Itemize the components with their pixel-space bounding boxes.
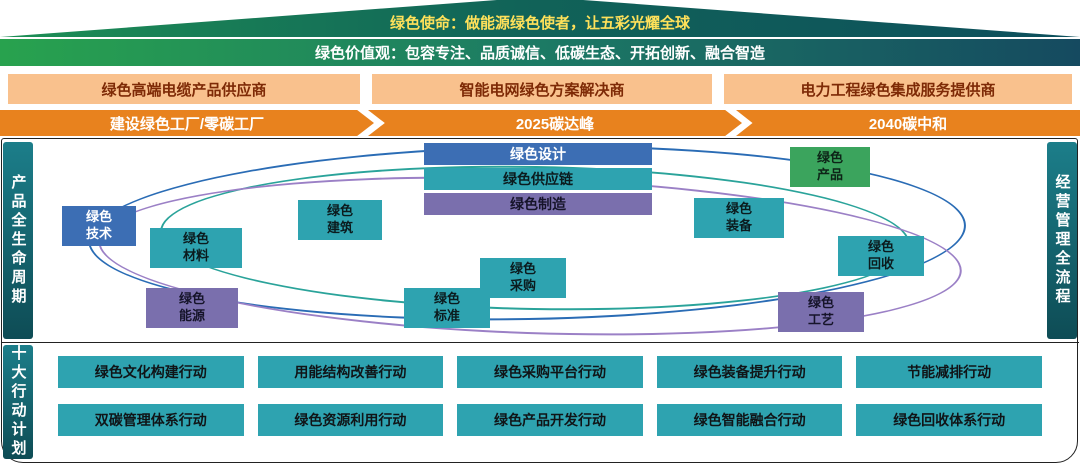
action-box-energy-structure: 用能结构改善行动 <box>257 356 444 388</box>
actions-grid: 绿色文化构建行动 用能结构改善行动 绿色采购平台行动 绿色装备提升行动 节能减排… <box>58 356 1042 436</box>
rail-label: 十大行动计划 <box>9 345 27 459</box>
satellite-label: 绿色回收 <box>867 239 894 271</box>
values-text: 绿色价值观：包容专注、品质诚信、低碳生态、开拓创新、融合智造 <box>314 45 765 62</box>
roadmap-label: 建设绿色工厂/零碳工厂 <box>109 115 265 133</box>
action-label: 绿色智能融合行动 <box>693 412 806 428</box>
satellite-box-green-recycling: 绿色回收 <box>838 236 924 276</box>
core-box-green-design: 绿色设计 <box>424 143 652 165</box>
core-box-green-supply-chain: 绿色供应链 <box>424 168 652 190</box>
roadmap-label: 2025碳达峰 <box>515 115 595 133</box>
action-box-culture: 绿色文化构建行动 <box>58 356 244 388</box>
satellite-label: 绿色标准 <box>433 291 460 323</box>
satellite-box-green-energy: 绿色能源 <box>146 288 238 328</box>
action-label: 绿色产品开发行动 <box>493 412 606 428</box>
mission-text: 绿色使命：做能源绿色使者，让五彩光耀全球 <box>389 15 690 32</box>
action-box-smart-integration: 绿色智能融合行动 <box>656 404 843 436</box>
body-frame <box>1 138 1078 463</box>
action-label: 节能减排行动 <box>907 364 992 380</box>
satellite-box-green-technology: 绿色技术 <box>62 206 136 246</box>
satellite-box-green-procurement: 绿色采购 <box>480 258 566 298</box>
action-box-energy-saving: 节能减排行动 <box>856 356 1042 388</box>
action-box-dual-carbon: 双碳管理体系行动 <box>58 404 244 436</box>
satellite-label: 绿色材料 <box>182 231 209 263</box>
action-box-recycling-system: 绿色回收体系行动 <box>856 404 1042 436</box>
positioning-box-integration-service: 电力工程绿色集成服务提供商 <box>724 74 1072 104</box>
rail-label: 产品全生命周期 <box>9 174 27 307</box>
satellite-box-green-equipment: 绿色装备 <box>694 198 784 238</box>
positioning-box-cable-supplier: 绿色高端电缆产品供应商 <box>8 74 360 104</box>
satellite-label: 绿色能源 <box>178 291 205 323</box>
rail-label: 经营管理全流程 <box>1053 174 1071 307</box>
satellite-box-green-materials: 绿色材料 <box>150 228 242 268</box>
values-banner: 绿色价值观：包容专注、品质诚信、低碳生态、开拓创新、融合智造 <box>0 39 1080 66</box>
action-box-product-development: 绿色产品开发行动 <box>457 404 643 436</box>
positioning-box-grid-solution: 智能电网绿色方案解决商 <box>372 74 712 104</box>
section-divider <box>1 342 1079 343</box>
action-box-procurement-platform: 绿色采购平台行动 <box>457 356 643 388</box>
satellite-label: 绿色工艺 <box>807 295 834 327</box>
action-label: 绿色回收体系行动 <box>893 412 1006 428</box>
satellite-label: 绿色技术 <box>85 209 112 241</box>
satellite-box-green-craft: 绿色工艺 <box>778 292 864 332</box>
mission-banner: 绿色使命：做能源绿色使者，让五彩光耀全球 <box>0 0 1080 37</box>
core-label: 绿色设计 <box>510 146 566 162</box>
action-label: 绿色装备提升行动 <box>693 364 806 380</box>
product-lifecycle-rail: 产品全生命周期 <box>3 142 33 339</box>
action-box-resource-utilization: 绿色资源利用行动 <box>257 404 444 436</box>
positioning-label: 绿色高端电缆产品供应商 <box>101 81 267 99</box>
roadmap-label: 2040碳中和 <box>868 115 948 133</box>
roadmap-segment-carbon-peak: 2025碳达峰 <box>368 110 742 136</box>
positioning-label: 电力工程绿色集成服务提供商 <box>800 81 996 99</box>
action-plan-rail: 十大行动计划 <box>3 345 33 459</box>
core-label: 绿色供应链 <box>503 171 573 187</box>
roadmap-segment-carbon-neutral: 2040碳中和 <box>736 110 1080 136</box>
satellite-label: 绿色建筑 <box>326 203 353 235</box>
satellite-box-green-products: 绿色产品 <box>790 147 870 187</box>
positioning-label: 智能电网绿色方案解决商 <box>459 81 625 99</box>
satellite-box-green-standards: 绿色标准 <box>404 288 490 328</box>
action-label: 绿色资源利用行动 <box>294 412 407 428</box>
core-box-green-manufacturing: 绿色制造 <box>424 193 652 215</box>
core-label: 绿色制造 <box>510 196 566 212</box>
action-label: 双碳管理体系行动 <box>94 412 207 428</box>
satellite-label: 绿色产品 <box>816 150 843 182</box>
action-label: 用能结构改善行动 <box>294 364 407 380</box>
satellite-box-green-building: 绿色建筑 <box>298 200 382 240</box>
roadmap-segment-green-factory: 建设绿色工厂/零碳工厂 <box>0 110 374 136</box>
action-box-equipment-upgrade: 绿色装备提升行动 <box>656 356 843 388</box>
action-label: 绿色文化构建行动 <box>94 364 207 380</box>
action-label: 绿色采购平台行动 <box>493 364 606 380</box>
management-process-rail: 经营管理全流程 <box>1047 142 1077 339</box>
satellite-label: 绿色装备 <box>725 201 752 233</box>
satellite-label: 绿色采购 <box>509 261 536 293</box>
